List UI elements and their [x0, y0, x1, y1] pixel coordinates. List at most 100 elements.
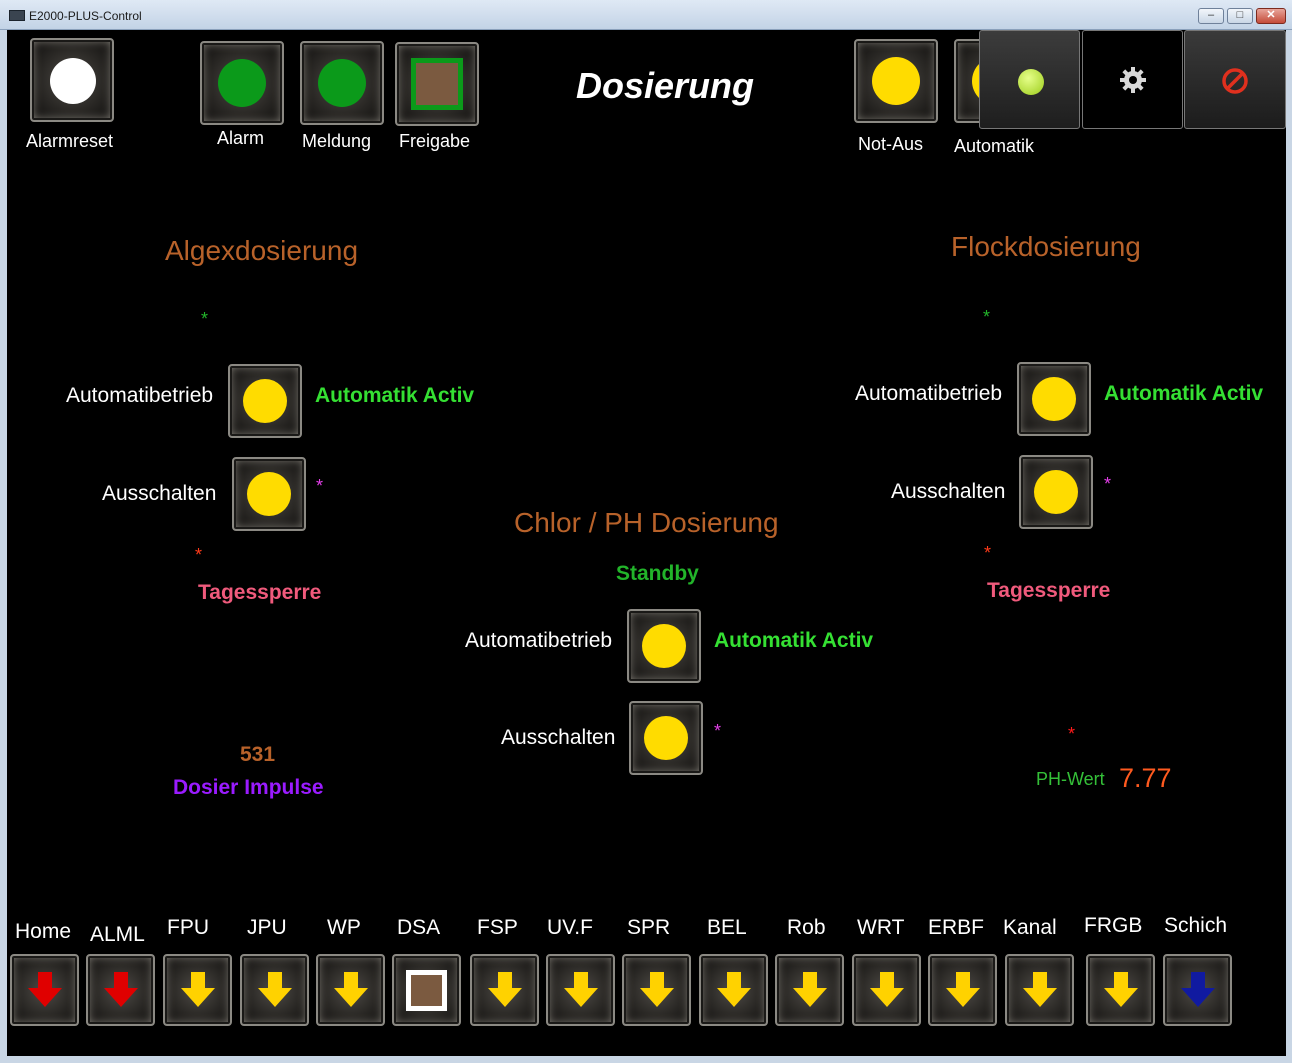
nav-label: BEL: [707, 916, 747, 939]
chlor-off-button[interactable]: [629, 701, 703, 775]
arrow-down-icon: [946, 972, 980, 1007]
nav-label: WRT: [857, 916, 905, 939]
nav-button-wp[interactable]: [316, 954, 385, 1026]
nav-button-dsa[interactable]: [392, 954, 461, 1026]
nav-button-bel[interactable]: [699, 954, 768, 1026]
yellow-lamp-icon: [243, 379, 287, 423]
yellow-lamp-icon: [644, 716, 688, 760]
nav-button-rob[interactable]: [775, 954, 844, 1026]
freigabe-label: Freigabe: [399, 131, 471, 151]
ph-wert-value: 7.77: [1119, 763, 1172, 793]
arrow-down-icon: [640, 972, 674, 1007]
flock-off-button[interactable]: [1019, 455, 1093, 529]
arrow-down-icon: [793, 972, 827, 1007]
flock-auto-button[interactable]: [1017, 362, 1091, 436]
arrow-down-icon: [870, 972, 904, 1007]
nav-label: Home: [15, 920, 72, 943]
stop-button[interactable]: [1184, 30, 1286, 129]
arrow-down-icon: [104, 972, 138, 1007]
dosier-impulse-value: 531: [240, 743, 276, 766]
settings-button[interactable]: [1082, 30, 1183, 129]
hmi-screen: Alarmreset Alarm Meldung Freigabe Dosier…: [7, 30, 1286, 1056]
algex-tagessperre: Tagessperre: [198, 581, 322, 604]
flock-title: Flockdosierung: [951, 231, 1141, 262]
gear-icon: [1120, 67, 1146, 93]
arrow-down-icon: [717, 972, 751, 1007]
nav-button-frgb[interactable]: [1086, 954, 1155, 1026]
app-icon: [9, 10, 25, 21]
square-icon: [406, 970, 447, 1011]
chlor-auto-button[interactable]: [627, 609, 701, 683]
nav-label: ERBF: [928, 916, 985, 939]
arrow-down-icon: [1181, 972, 1215, 1007]
flock-tagessperre: Tagessperre: [987, 579, 1111, 602]
arrow-down-icon: [334, 972, 368, 1007]
arrow-down-icon: [488, 972, 522, 1007]
arrow-down-icon: [181, 972, 215, 1007]
nav-label: SPR: [627, 916, 671, 939]
algex-off-label: Ausschalten: [102, 482, 217, 505]
arrow-down-icon: [28, 972, 62, 1007]
status-dot-icon: [1018, 69, 1044, 95]
window-title: E2000-PLUS-Control: [29, 9, 142, 23]
nav-label: FRGB: [1084, 914, 1143, 937]
flock-off-label: Ausschalten: [891, 480, 1006, 503]
nav-button-fpu[interactable]: [163, 954, 232, 1026]
nav-button-erbf[interactable]: [928, 954, 997, 1026]
chlor-auto-label: Automatibetrieb: [465, 629, 613, 652]
minimize-button[interactable]: –: [1198, 8, 1224, 24]
algex-auto-status: Automatik Activ: [315, 384, 475, 407]
nav-label: UV.F: [547, 916, 593, 939]
nav-button-kanal[interactable]: [1005, 954, 1074, 1026]
alarmreset-label: Alarmreset: [26, 131, 114, 151]
title-bar: E2000-PLUS-Control – □ ✕: [0, 0, 1292, 30]
no-entry-icon: [1222, 68, 1248, 94]
flock-off-star: *: [1104, 474, 1112, 494]
flock-status-star: *: [983, 307, 991, 327]
meldung-label: Meldung: [302, 131, 372, 151]
flock-auto-label: Automatibetrieb: [855, 382, 1003, 405]
nav-button-uv-f[interactable]: [546, 954, 615, 1026]
nav-button-alml[interactable]: [86, 954, 155, 1026]
nav-label: Rob: [787, 916, 826, 939]
status-panel-button[interactable]: [979, 30, 1080, 129]
nav-button-spr[interactable]: [622, 954, 691, 1026]
nav-button-fsp[interactable]: [470, 954, 539, 1026]
algex-red-star: *: [195, 545, 203, 565]
yellow-lamp-icon: [872, 57, 920, 105]
alarmreset-button[interactable]: [30, 38, 114, 122]
nav-button-schich[interactable]: [1163, 954, 1232, 1026]
chlor-off-star: *: [714, 721, 722, 741]
algex-title: Algexdosierung: [165, 235, 359, 266]
dosier-impulse-label: Dosier Impulse: [173, 776, 324, 799]
yellow-lamp-icon: [1034, 470, 1078, 514]
yellow-lamp-icon: [247, 472, 291, 516]
algex-off-button[interactable]: [232, 457, 306, 531]
ph-wert-label: PH-Wert: [1036, 769, 1105, 789]
yellow-lamp-icon: [1032, 377, 1076, 421]
nav-button-wrt[interactable]: [852, 954, 921, 1026]
white-lamp-icon: [50, 58, 96, 104]
maximize-button[interactable]: □: [1227, 8, 1253, 24]
notaus-indicator[interactable]: [854, 39, 938, 123]
close-button[interactable]: ✕: [1256, 8, 1286, 24]
green-lamp-icon: [318, 59, 366, 107]
arrow-down-icon: [1023, 972, 1057, 1007]
green-lamp-icon: [218, 59, 266, 107]
meldung-indicator[interactable]: [300, 41, 384, 125]
freigabe-indicator[interactable]: [395, 42, 479, 126]
flock-red-star: *: [984, 543, 992, 563]
chlor-auto-status: Automatik Activ: [714, 629, 874, 652]
nav-button-jpu[interactable]: [240, 954, 309, 1026]
nav-label: FSP: [477, 916, 518, 939]
nav-label: Schich: [1164, 914, 1228, 937]
flock-auto-status: Automatik Activ: [1104, 382, 1264, 405]
algex-off-star: *: [316, 476, 324, 496]
nav-label: JPU: [247, 916, 287, 939]
nav-button-home[interactable]: [10, 954, 79, 1026]
alarm-indicator[interactable]: [200, 41, 284, 125]
notaus-label: Not-Aus: [858, 134, 924, 154]
chlor-title: Chlor / PH Dosierung: [514, 507, 779, 538]
nav-label: FPU: [167, 916, 209, 939]
algex-auto-button[interactable]: [228, 364, 302, 438]
